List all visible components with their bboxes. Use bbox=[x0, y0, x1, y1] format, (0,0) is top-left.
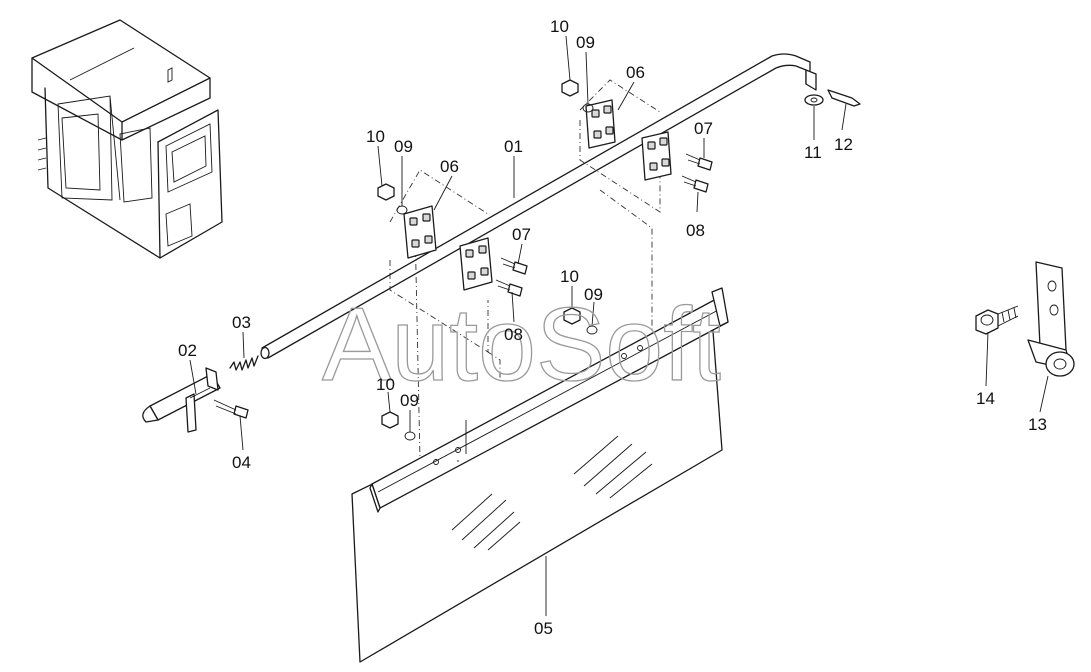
cab-thumbnail bbox=[31, 19, 223, 259]
callout-10: 10 bbox=[376, 375, 395, 394]
callout-14: 14 bbox=[976, 389, 995, 408]
rod-01 bbox=[260, 53, 817, 360]
callout-05: 05 bbox=[534, 619, 553, 638]
screws-07-08 bbox=[495, 153, 713, 297]
callout-09: 09 bbox=[394, 137, 413, 156]
spring-03 bbox=[229, 355, 259, 371]
callout-10: 10 bbox=[560, 267, 579, 286]
callout-07: 07 bbox=[512, 225, 531, 244]
callout-12: 12 bbox=[834, 135, 853, 154]
callout-07: 07 bbox=[694, 119, 713, 138]
washer-11-pin-12 bbox=[804, 89, 861, 107]
watermark-text: AutoSoft bbox=[322, 287, 721, 403]
hinge-06-left bbox=[403, 205, 493, 291]
callout-09: 09 bbox=[400, 391, 419, 410]
leader-lines bbox=[189, 35, 1049, 616]
callout-13: 13 bbox=[1028, 415, 1047, 434]
bolt-14 bbox=[975, 305, 1019, 335]
callout-09: 09 bbox=[584, 285, 603, 304]
callout-03: 03 bbox=[232, 313, 251, 332]
callout-11: 11 bbox=[804, 143, 822, 162]
hinge-06-right bbox=[585, 99, 672, 181]
bracket-13 bbox=[1027, 261, 1075, 377]
callout-10: 10 bbox=[366, 127, 385, 146]
callout-09: 09 bbox=[576, 33, 595, 52]
callout-labels: 10 09 06 07 08 11 12 10 09 06 01 07 08 1… bbox=[178, 17, 1047, 638]
handle-02 bbox=[142, 367, 249, 433]
callout-06: 06 bbox=[626, 63, 645, 82]
callout-10: 10 bbox=[550, 17, 569, 36]
callout-08: 08 bbox=[686, 221, 705, 240]
callout-08: 08 bbox=[504, 325, 523, 344]
callout-02: 02 bbox=[178, 341, 197, 360]
glass-panel-05 bbox=[351, 287, 729, 663]
callout-06: 06 bbox=[440, 157, 459, 176]
callout-01: 01 bbox=[504, 137, 523, 156]
callout-04: 04 bbox=[232, 453, 251, 472]
